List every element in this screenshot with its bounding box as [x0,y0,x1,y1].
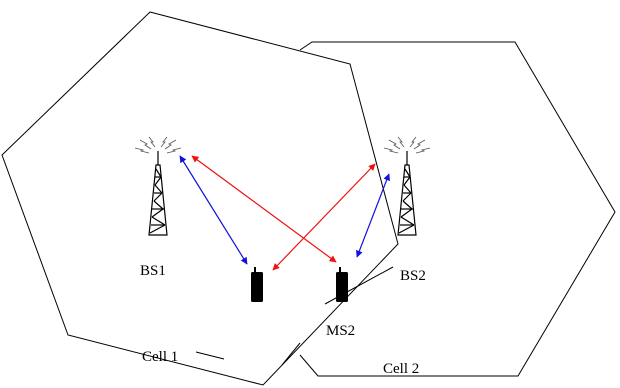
cell-1-boundary [1,11,399,386]
interference-link-bs2-ms1 [272,163,376,271]
base-station-2-icon [383,136,431,236]
ms2-label: MS2 [326,323,355,339]
bs2-pointer-line [324,266,394,305]
ms2-pointer-line [281,342,301,366]
mobile-station-1-icon [251,267,263,302]
interference-link-bs1-ms2 [191,155,337,263]
cell-2-boundary [299,41,616,377]
mobile-station-2-icon [336,267,348,302]
cell1-pointer-line [195,351,225,360]
bs1-label: BS1 [140,263,166,279]
bs2-label: BS2 [400,268,426,284]
base-station-1-icon [134,136,182,236]
direct-link-bs2-ms2 [356,173,390,258]
cell-2-label: Cell 2 [383,361,419,377]
cell-1-label: Cell 1 [142,349,178,365]
direct-link-bs1-ms1 [179,155,248,265]
